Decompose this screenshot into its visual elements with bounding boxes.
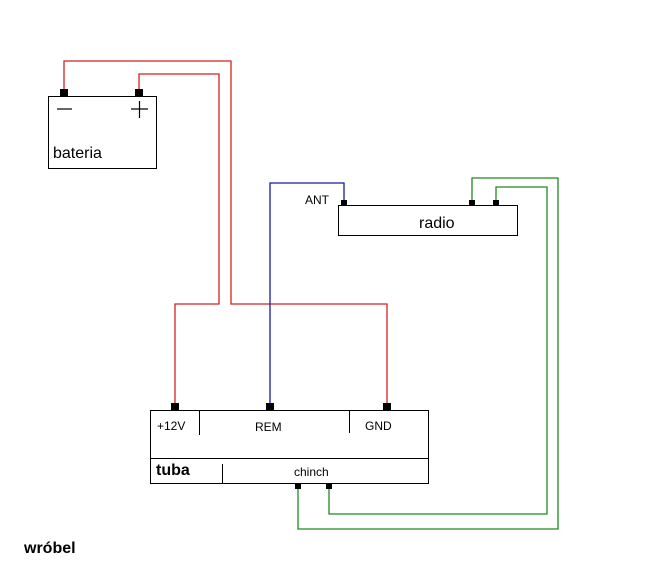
battery-label: bateria (53, 145, 102, 162)
terminal-12v (171, 403, 179, 411)
terminal-12v-label: +12V (157, 419, 185, 433)
terminal-rem (266, 403, 274, 411)
wire-radio-right-to-chinch (328, 186, 548, 515)
radio-output-left-terminal (469, 200, 475, 206)
amplifier-label: tuba (156, 462, 190, 479)
battery: bateria (48, 89, 157, 169)
terminal-rem-label: REM (255, 420, 282, 434)
battery-minus-terminal (60, 89, 68, 97)
radio-box (338, 205, 518, 236)
radio-ant-terminal (341, 200, 347, 206)
amplifier-box (150, 410, 429, 484)
chinch-right-terminal (326, 483, 332, 489)
amplifier: +12V REM GND tuba chinch (150, 403, 429, 489)
terminal-gnd-label: GND (365, 419, 392, 433)
author-label: wróbel (23, 540, 76, 557)
wire-battery-minus-to-gnd (63, 60, 388, 407)
radio: radio ANT (305, 193, 518, 236)
chinch-label: chinch (294, 465, 329, 479)
battery-plus-terminal (135, 89, 143, 97)
antenna-label: ANT (305, 193, 330, 207)
radio-output-right-terminal (493, 200, 499, 206)
wires (63, 60, 559, 530)
wire-radio-left-to-chinch (297, 177, 559, 530)
radio-label: radio (419, 215, 455, 232)
chinch-left-terminal (295, 483, 301, 489)
terminal-gnd (383, 403, 391, 411)
wire-ant-to-rem (269, 182, 345, 407)
wire-battery-plus-to-12v (138, 73, 220, 407)
